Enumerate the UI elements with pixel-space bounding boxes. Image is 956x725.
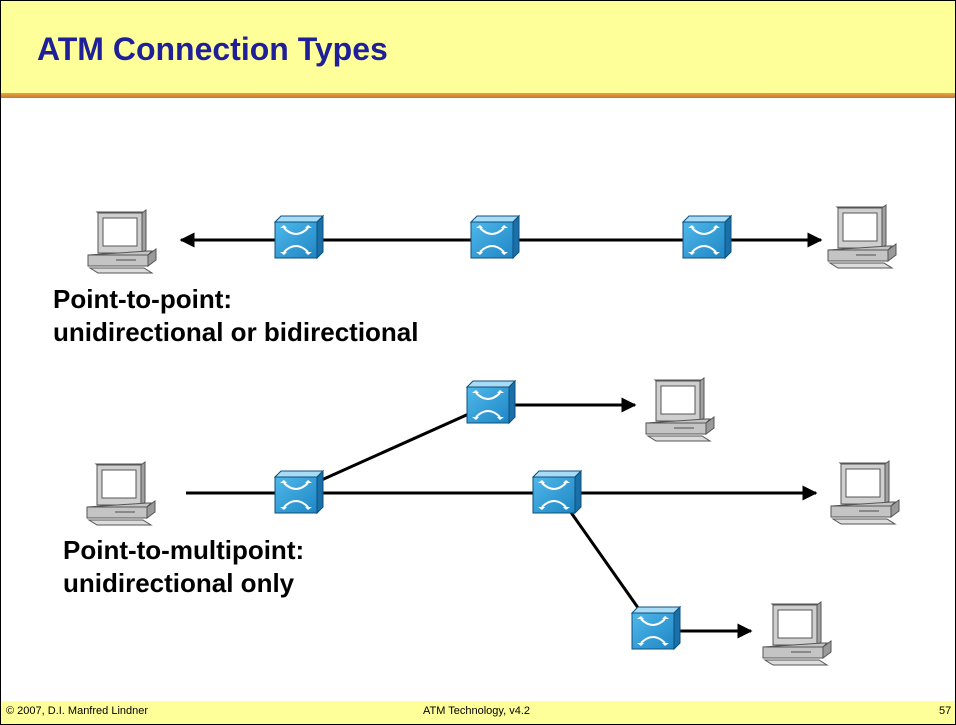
computer-icon xyxy=(762,601,832,666)
atm-switch-icon xyxy=(274,470,324,514)
footer-page-number: 57 xyxy=(939,705,952,717)
atm-switch-icon xyxy=(631,606,681,650)
footer-course: ATM Technology, v4.2 xyxy=(423,705,530,717)
atm-switch-icon xyxy=(682,215,732,259)
point-to-multipoint-label: Point-to-multipoint: unidirectional only xyxy=(63,534,304,600)
point-to-point-label: Point-to-point: unidirectional or bidire… xyxy=(53,283,419,349)
atm-switch-icon xyxy=(470,215,520,259)
title-bar xyxy=(1,1,955,93)
computer-icon xyxy=(87,209,157,274)
footer-copyright: © 2007, D.I. Manfred Lindner xyxy=(6,705,149,717)
connection-diagram xyxy=(86,204,900,666)
computer-icon xyxy=(830,460,900,525)
atm-switch-icon xyxy=(274,215,324,259)
point-to-point-label-line1: Point-to-point: xyxy=(53,284,233,314)
point-to-multipoint-label-line2: unidirectional only xyxy=(63,568,295,598)
atm-switch-icon xyxy=(466,380,516,424)
point-to-multipoint-label-line1: Point-to-multipoint: xyxy=(63,535,305,565)
point-to-point-label-line2: unidirectional or bidirectional xyxy=(53,317,419,347)
footer-bar: © 2007, D.I. Manfred Lindner ATM Technol… xyxy=(1,701,955,724)
atm-switch-icon xyxy=(532,470,582,514)
computer-icon xyxy=(645,377,715,442)
computer-icon xyxy=(86,461,156,526)
computer-icon xyxy=(827,204,897,269)
multipoint-upper-branch xyxy=(296,402,492,493)
multipoint-lower-branch xyxy=(556,493,655,630)
slide-title: ATM Connection Types xyxy=(37,31,388,67)
title-divider xyxy=(1,93,955,98)
